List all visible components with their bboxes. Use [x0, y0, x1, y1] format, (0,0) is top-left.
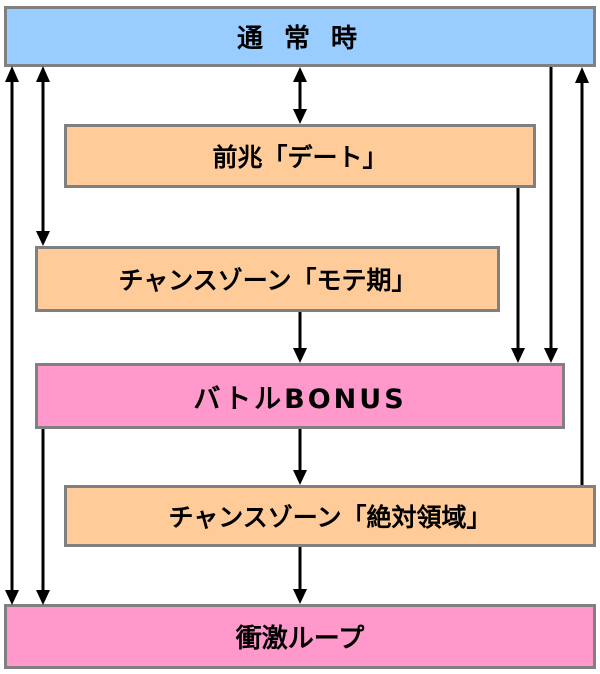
arrow-normal-omen-date	[293, 67, 307, 124]
node-battle-bonus: バトルBONUS	[35, 363, 565, 429]
arrow-chance-mote-battle-bonus	[293, 312, 307, 363]
arrow-battle-bonus-chance-zettai	[293, 429, 307, 485]
arrow-normal-chance-mote	[36, 66, 50, 246]
node-normal: 通 常 時	[4, 6, 596, 67]
node-chance-zettai-label: チャンスゾーン「絶対領域」	[168, 503, 492, 532]
arrow-battle-bonus-impact-loop	[36, 429, 50, 605]
node-omen-date: 前兆「デート」	[64, 124, 536, 188]
node-chance-zettai: チャンスゾーン「絶対領域」	[64, 485, 596, 547]
arrow-normal-impact-loop	[5, 66, 19, 605]
arrow-normal-battle-bonus	[544, 67, 558, 363]
node-impact-loop-label: 衝激ループ	[235, 624, 365, 654]
arrow-chance-zettai-impact-loop	[293, 547, 307, 604]
node-impact-loop: 衝激ループ	[4, 604, 596, 669]
arrow-omen-date-battle-bonus	[511, 188, 525, 363]
node-omen-date-label: 前兆「デート」	[212, 143, 388, 172]
arrow-chance-zettai-normal	[575, 67, 589, 485]
node-normal-label: 通 常 時	[236, 24, 364, 54]
node-battle-bonus-label: バトルBONUS	[193, 383, 407, 415]
node-chance-mote-label: チャンスゾーン「モテ期」	[118, 266, 417, 295]
node-chance-mote: チャンスゾーン「モテ期」	[35, 246, 500, 312]
